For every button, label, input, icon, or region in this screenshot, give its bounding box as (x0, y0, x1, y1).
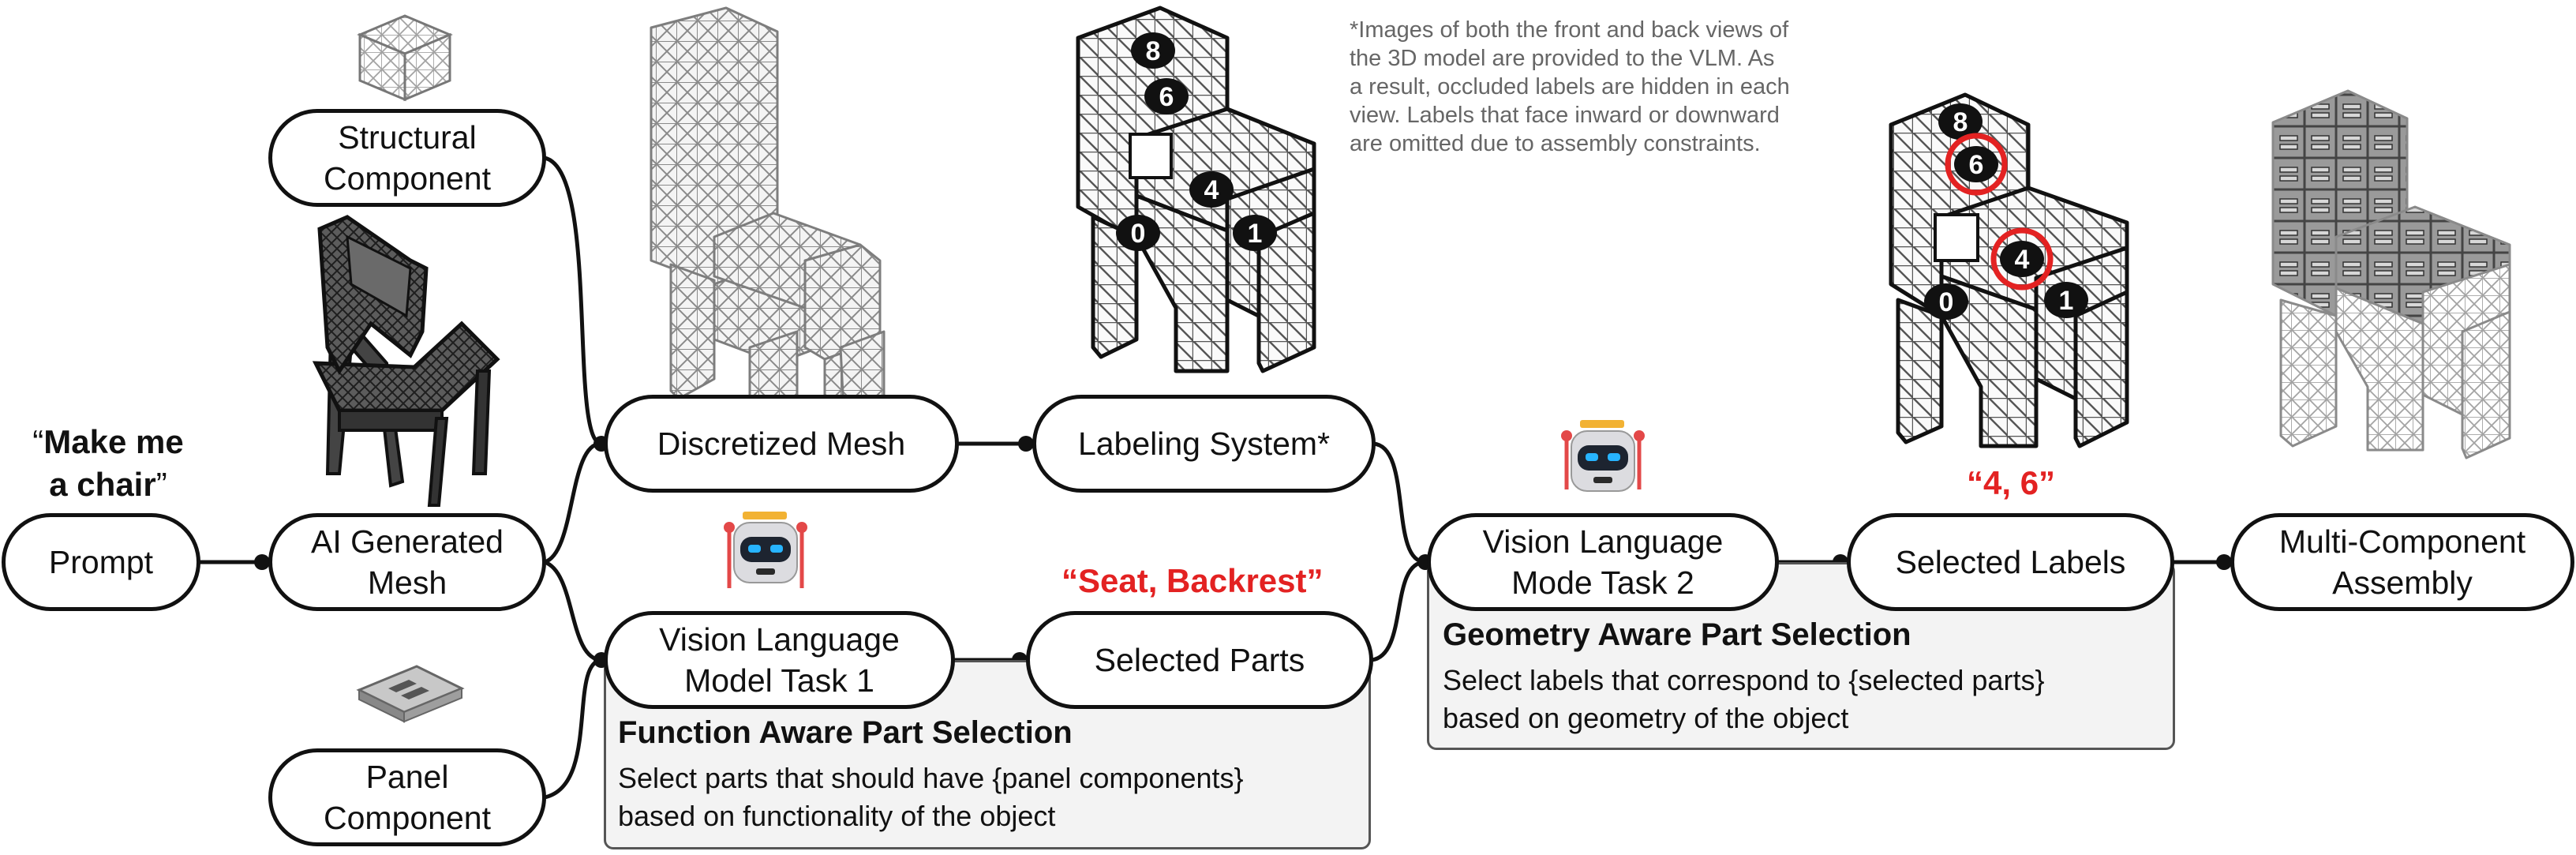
label-badge-text: 8 (1953, 107, 1968, 137)
label-badge-view2-0: 0 (1924, 283, 1968, 320)
labeled-mesh-view-1 (1076, 6, 1316, 373)
label-badge-view1-0: 0 (1116, 215, 1160, 251)
lattice-cube-icon (357, 14, 453, 102)
label-badge-text: 1 (2059, 286, 2074, 316)
labeling-footnote: *Images of both the front and back views… (1350, 17, 1790, 156)
label-badge-view1-6: 6 (1144, 78, 1189, 114)
edge-structural-discretized (544, 156, 602, 446)
prompt-node: Prompt (2, 513, 200, 611)
selected-labels-node: Selected Labels (1847, 513, 2174, 611)
multi-component-assembly-node: Multi-Component Assembly (2230, 513, 2574, 611)
assembly-mesh-image (2271, 89, 2511, 459)
task-2-output: “4, 6” (1967, 464, 2056, 501)
label-badge-text: 6 (1969, 150, 1984, 180)
edge-aimesh-discretized (543, 441, 602, 564)
prompt-quote: “Make me a chair” (17, 421, 199, 506)
connector-lines (199, 156, 2232, 800)
label-badge-view2-4: 4 (1990, 227, 2054, 291)
edge-parts-vlm2 (1371, 560, 1426, 662)
edge-labeling-vlm2 (1372, 441, 1426, 564)
label-badge-view2-8: 8 (1938, 103, 1983, 140)
task-2-title: Geometry Aware Part Selection (1443, 617, 1911, 652)
selected-parts-node: Selected Parts (1026, 611, 1373, 709)
label-badge-text: 6 (1159, 82, 1174, 112)
panel-component-node: Panel Component (268, 748, 546, 846)
discretized-mesh-node: Discretized Mesh (604, 395, 959, 493)
label-badge-text: 0 (1131, 219, 1146, 249)
robot-icon (724, 512, 807, 588)
edge-panel-vlm1 (544, 658, 602, 800)
label-badge-view2-6: 6 (1945, 133, 2008, 196)
quote-open: “ (32, 423, 44, 460)
label-badge-view1-8: 8 (1131, 32, 1175, 69)
label-badge-text: 1 (1248, 219, 1263, 249)
robot-icon-2 (1561, 420, 1645, 492)
ai-generated-mesh-node: AI Generated Mesh (268, 513, 546, 611)
panel-tile-icon (356, 665, 465, 723)
task-1-output: “Seat, Backrest” (1061, 562, 1324, 599)
label-badge-view1-1: 1 (1233, 215, 1277, 251)
task-1-title: Function Aware Part Selection (618, 715, 1073, 750)
task-1-description: Select parts that should have {panel com… (618, 762, 1244, 832)
highlight-ring-6 (1945, 133, 2008, 196)
quote-close: ” (155, 466, 167, 503)
label-badge-text: 4 (1204, 175, 1219, 205)
edge-aimesh-vlm1 (543, 560, 602, 662)
label-badge-text: 8 (1146, 36, 1161, 66)
discretized-mesh-image (650, 6, 886, 456)
chair-mesh-image (312, 215, 500, 507)
structural-component-node: Structural Component (268, 109, 546, 207)
label-badge-text: 0 (1939, 287, 1954, 317)
label-badge-view2-1: 1 (2044, 282, 2088, 318)
highlight-ring-4 (1990, 227, 2054, 291)
vlm-task-1-node: Vision Language Model Task 1 (604, 611, 955, 709)
vlm-task-2-node: Vision Language Mode Task 2 (1427, 513, 1779, 611)
quote-text: Make me a chair (43, 423, 184, 503)
label-badge-text: 4 (2015, 245, 2030, 275)
label-badge-view1-4: 4 (1189, 171, 1234, 208)
task-2-description: Select labels that correspond to {select… (1443, 664, 2045, 734)
labeling-system-node: Labeling System* (1032, 395, 1376, 493)
